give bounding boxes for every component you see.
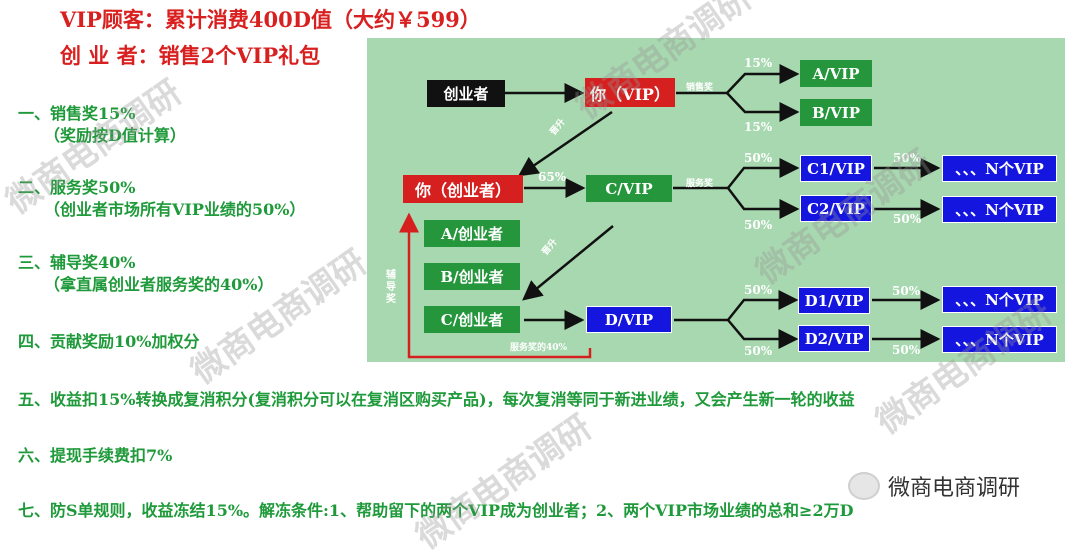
label-pct-15: 15% [744,120,773,134]
label-service-40: 服务奖的40% [510,343,568,353]
wechat-icon [848,472,880,500]
label-pct-50: 50% [744,283,773,297]
node-d-vip: D/VIP [586,306,672,333]
label-sales-bonus: 销售奖 [686,83,714,93]
label-pct-15: 15% [744,56,773,70]
node-c1-vip: C1/VIP [800,155,872,182]
header-line-1: VIP顾客：累计消费400D值（大约￥599） [60,7,481,32]
node-c2-vip: C2/VIP [800,195,872,222]
label-pct-50: 50% [744,218,773,232]
node-n-vip: 、、、N个VIP [942,286,1057,313]
label-pct-50: 50% [892,284,921,298]
node-founder-top: 创业者 [427,80,505,107]
brand-footer: 微商电商调研 [848,470,1020,502]
list-item: 四、贡献奖励10%加权分 [18,332,200,351]
list-item: （创业者市场所有VIP业绩的50%） [44,200,306,219]
list-item: 六、提现手续费扣7% [18,446,173,465]
label-pct-65: 65% [538,170,567,184]
list-item: 二、服务奖50% [18,178,136,197]
node-a-founder: A/创业者 [424,220,520,247]
node-a-vip: A/VIP [800,60,872,87]
node-b-founder: B/创业者 [424,263,520,290]
label-coach-bonus: 辅导奖 [386,270,396,305]
flow-arrows [399,64,941,359]
node-n-vip: 、、、N个VIP [942,326,1057,353]
label-pct-50: 50% [893,212,922,226]
node-d1-vip: D1/VIP [798,287,870,314]
list-item: 一、销售奖15% [18,104,136,123]
label-pct-50: 50% [744,151,773,165]
node-d2-vip: D2/VIP [798,325,870,352]
list-item: 三、辅导奖40% [18,253,136,272]
node-c-founder: C/创业者 [424,306,520,333]
label-pct-50: 50% [893,151,922,165]
brand-name: 微商电商调研 [888,476,1021,501]
label-pct-50: 50% [744,344,773,358]
list-item: （拿直属创业者服务奖的40%） [44,275,274,294]
node-you-vip: 你（VIP） [585,78,675,107]
node-you-founder: 你（创业者） [403,175,523,203]
list-item: （奖励按D值计算） [44,126,186,145]
header-line-2: 创 业 者：销售2个VIP礼包 [60,43,321,68]
node-b-vip: B/VIP [800,99,872,126]
node-n-vip: 、、、N个VIP [942,196,1057,223]
node-c-vip: C/VIP [586,175,672,202]
list-item: 五、收益扣15%转换成复消积分(复消积分可以在复消区购买产品)，每次复消等同于新… [18,390,855,409]
node-n-vip: 、、、N个VIP [942,155,1057,182]
label-pct-50: 50% [892,343,921,357]
list-item: 七、防S单规则，收益冻结15%。解冻条件:1、帮助留下的两个VIP成为创业者；2… [18,501,854,520]
label-service-bonus: 服务奖 [686,179,714,189]
